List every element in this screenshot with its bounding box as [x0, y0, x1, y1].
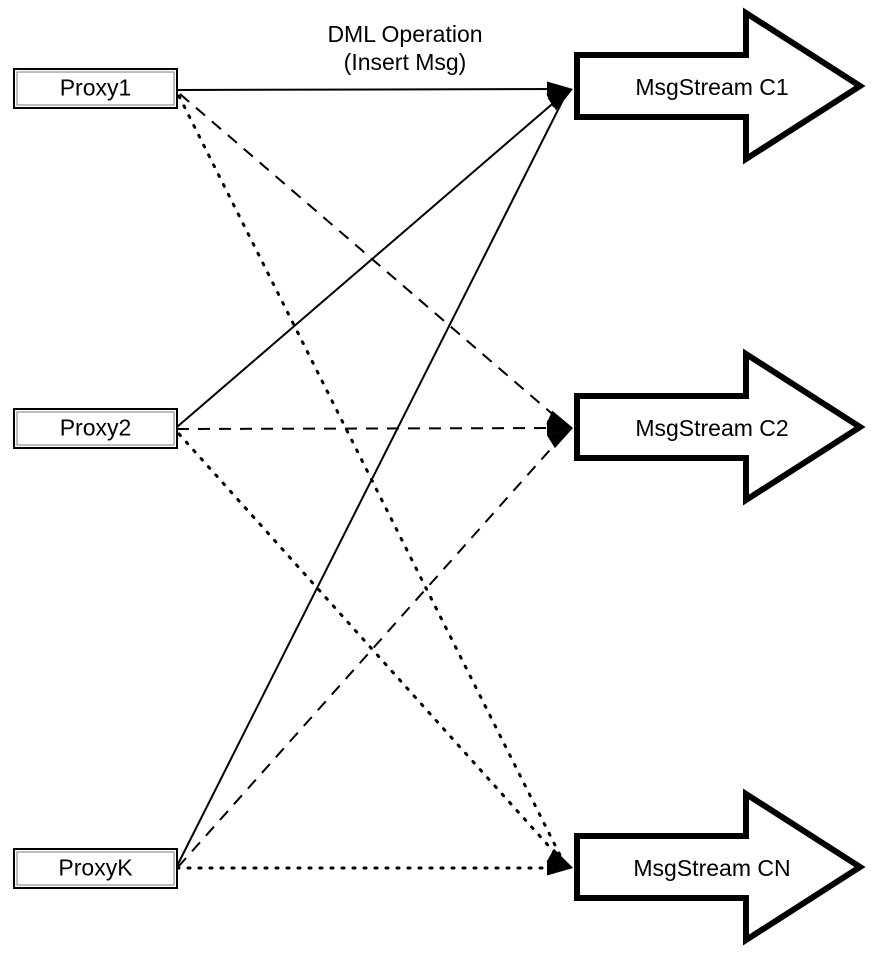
links-layer — [175, 88, 568, 870]
stream-label-cn: MsgStream CN — [633, 855, 790, 881]
proxy-box-proxyk — [13, 848, 178, 889]
proxy-label-proxy2: Proxy2 — [60, 415, 132, 441]
link-proxy2-c2 — [176, 427, 567, 430]
link-proxy2-cn — [177, 432, 566, 865]
link-proxyk-c1 — [176, 93, 567, 867]
link-proxy1-c1 — [176, 88, 567, 91]
edge-label-group: DML Operation (Insert Msg) — [327, 21, 482, 75]
proxy-nodes-layer: Proxy1 Proxy2 ProxyK — [13, 68, 178, 889]
arrowheads-layer — [546, 81, 573, 876]
stream-nodes-layer: MsgStream C1 MsgStream C2 MsgStream CN — [574, 7, 866, 946]
proxy-label-proxyk: ProxyK — [58, 855, 133, 881]
stream-label-c2: MsgStream C2 — [635, 415, 788, 441]
stream-node-c1[interactable]: MsgStream C1 — [574, 7, 866, 165]
stream-arrow-cn — [574, 788, 866, 946]
proxy-box-proxy1 — [13, 68, 178, 109]
stream-node-cn[interactable]: MsgStream CN — [574, 788, 866, 946]
proxy-box-proxy2 — [13, 408, 178, 449]
arrowhead-proxyk-c2 — [546, 428, 573, 449]
stream-arrow-c1 — [574, 7, 866, 165]
link-proxyk-c2 — [177, 432, 566, 868]
stream-node-c2[interactable]: MsgStream C2 — [574, 348, 866, 506]
edge-label-line2: (Insert Msg) — [344, 49, 467, 75]
proxy-label-proxy1: Proxy1 — [60, 75, 132, 101]
proxy-node-proxyk[interactable]: ProxyK — [13, 848, 178, 889]
proxy-node-proxy1[interactable]: Proxy1 — [13, 68, 178, 109]
edge-label-line1: DML Operation — [327, 21, 482, 47]
link-proxy2-c1 — [176, 92, 566, 428]
proxy-box-inner-proxy1 — [16, 71, 175, 106]
stream-arrow-c2 — [574, 348, 866, 506]
arrowhead-proxy2-c2 — [547, 420, 573, 436]
proxy-box-inner-proxy2 — [16, 411, 175, 446]
proxy-box-inner-proxyk — [16, 851, 175, 886]
proxy-node-proxy2[interactable]: Proxy2 — [13, 408, 178, 449]
arrowhead-proxyk-c1 — [547, 89, 573, 111]
arrowhead-proxyk-cn — [547, 860, 573, 876]
stream-label-c1: MsgStream C1 — [635, 74, 788, 100]
